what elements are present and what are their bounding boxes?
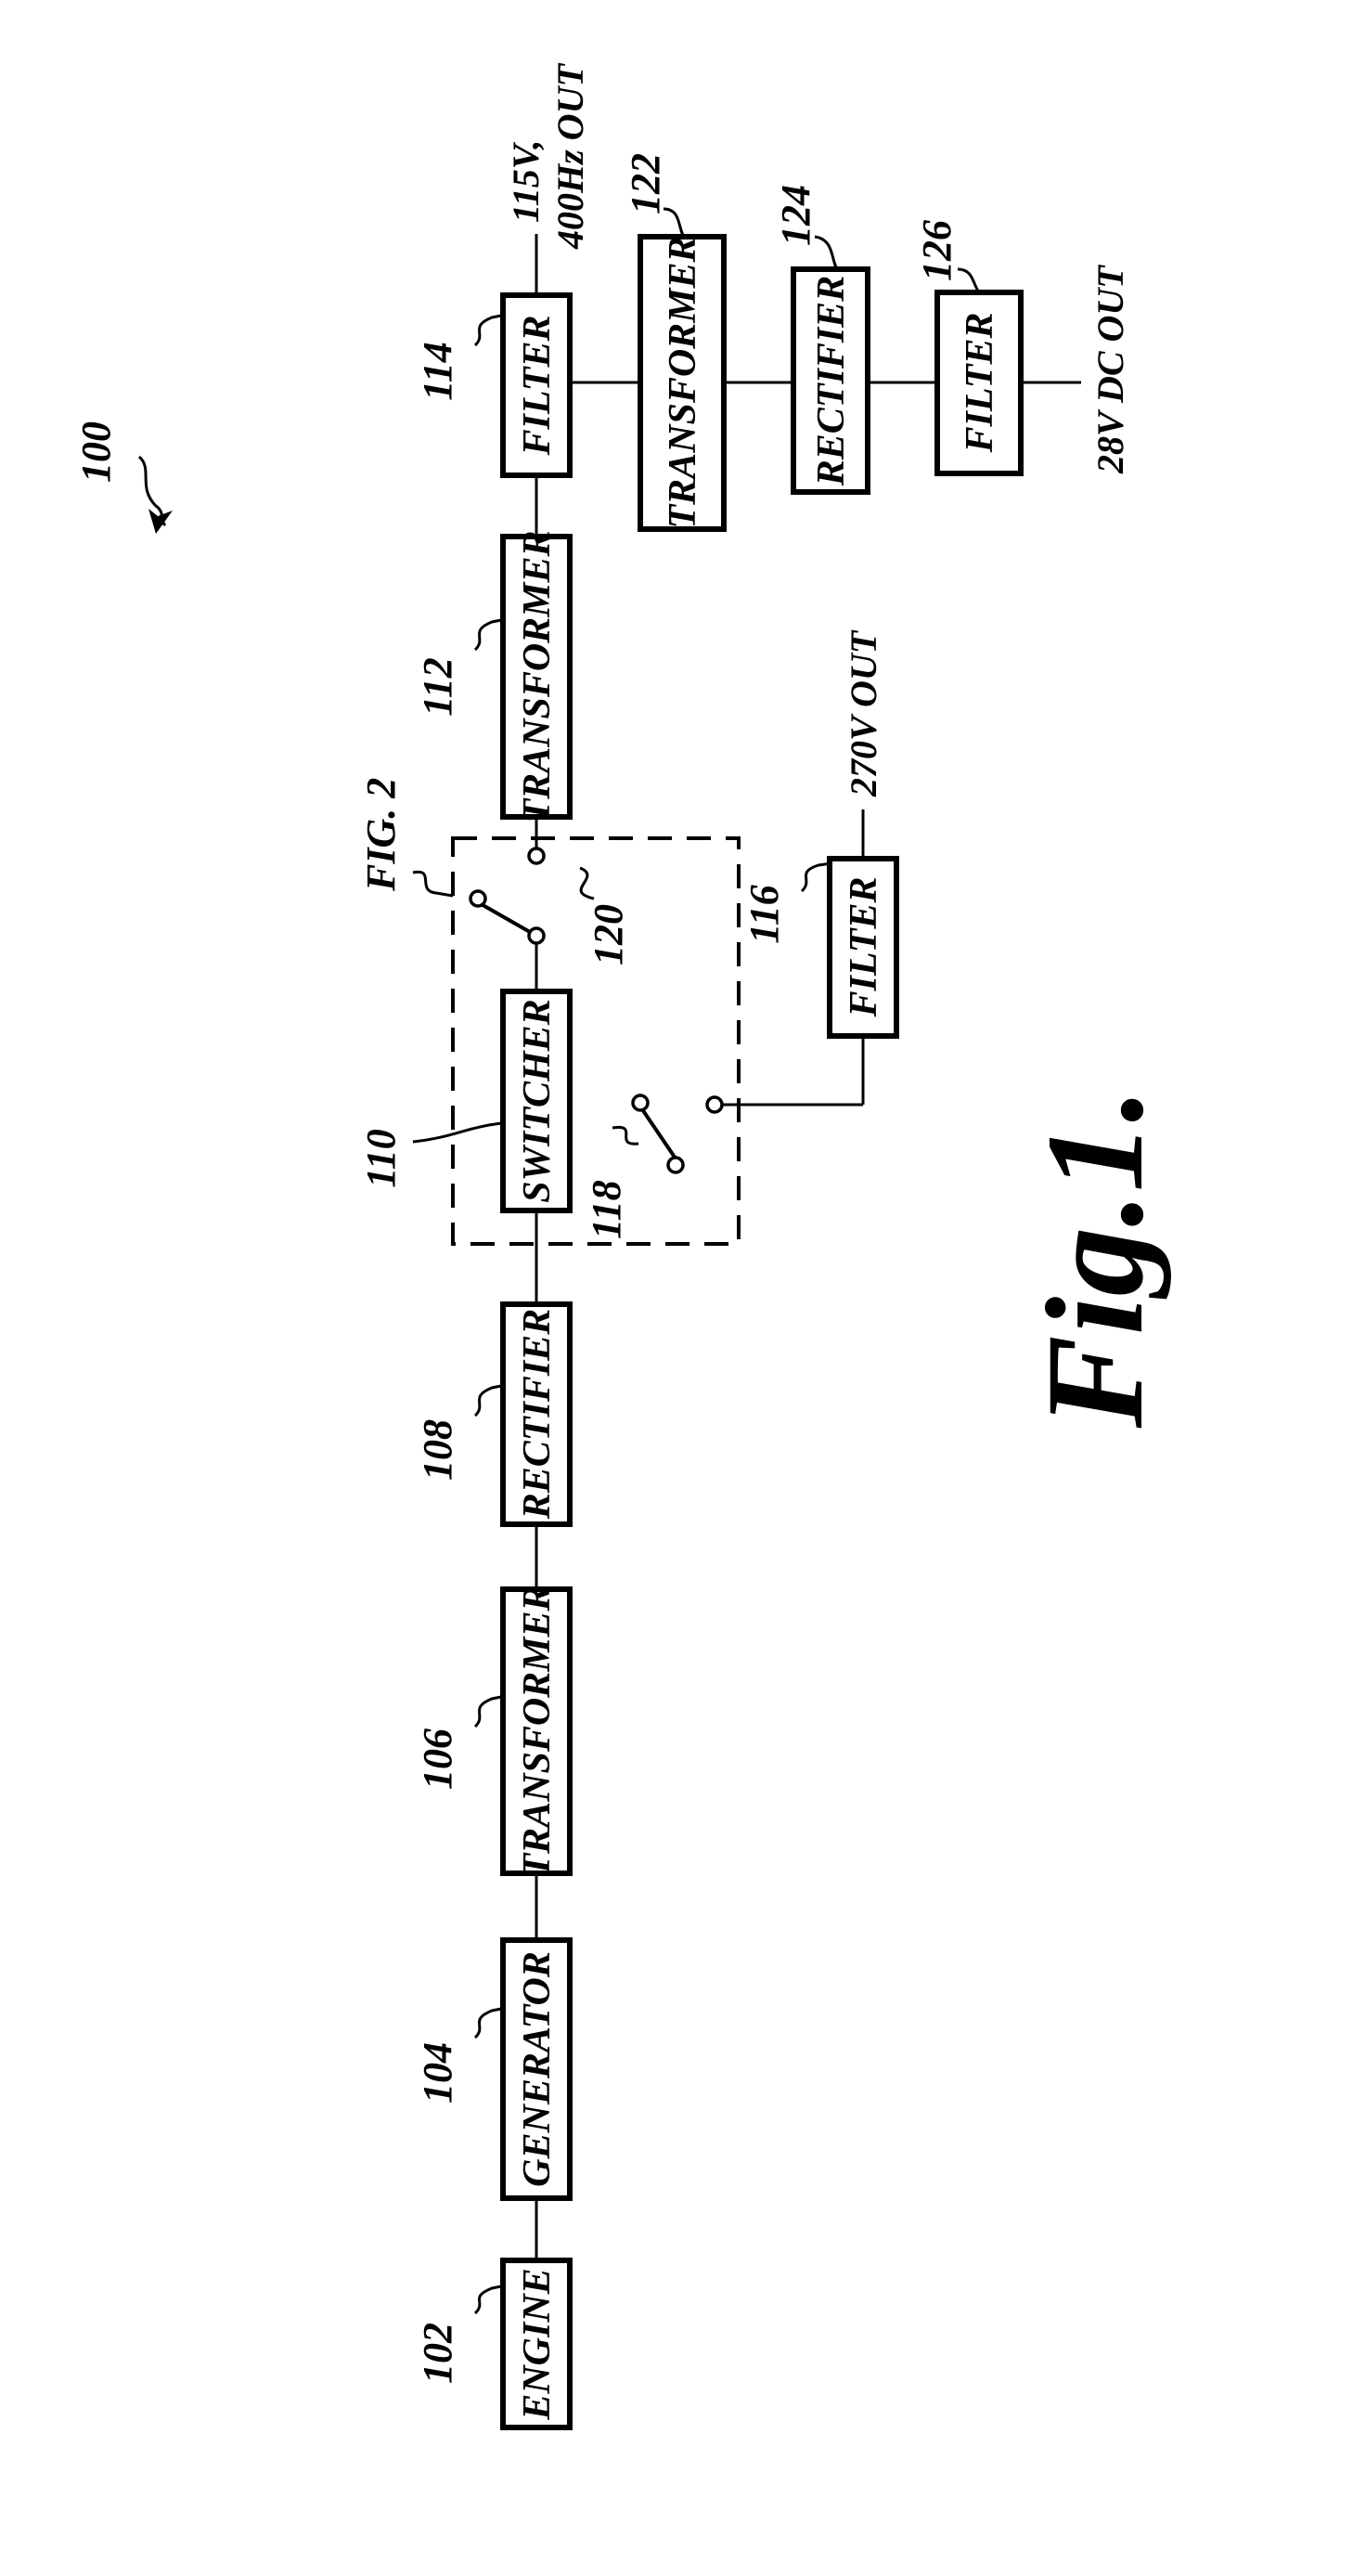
block-generator-label: GENERATOR	[516, 1951, 559, 2187]
ac-out-label-line2: 400Hz OUT	[549, 63, 591, 250]
ac-out-label-line1: 115V,	[505, 140, 547, 223]
switch-118-blade	[640, 1107, 676, 1159]
block-transformer-122-ref: 122	[623, 153, 668, 214]
switch-120-leader	[580, 868, 594, 899]
block-generator-ref: 104	[415, 2042, 460, 2104]
block-engine-label: ENGINE	[516, 2268, 559, 2420]
figure-caption: Fig.1.	[1018, 1088, 1172, 1430]
block-rectifier-124-ref: 124	[773, 185, 818, 246]
switch-118-node-a	[668, 1158, 683, 1172]
block-filter-126-label: FILTER	[959, 313, 1001, 454]
block-switcher-label: SWITCHER	[516, 999, 559, 1202]
switch-118-ref: 118	[584, 1180, 629, 1239]
switch-120-node-b	[470, 891, 485, 906]
block-transformer-112-label: TRANSFORMER	[516, 530, 559, 822]
block-rectifier-108-ref: 108	[415, 1419, 460, 1481]
block-transformer-106-ref: 106	[415, 1728, 460, 1790]
block-transformer-112-ref: 112	[415, 657, 460, 717]
dc-28v-out-label: 28V DC OUT	[1089, 265, 1131, 474]
block-switcher-ref: 110	[358, 1129, 404, 1188]
block-rectifier-124-label: RECTIFIER	[810, 276, 853, 486]
block-filter-114-ref: 114	[415, 342, 460, 401]
block-filter-116-ref: 116	[741, 885, 787, 944]
switch-118-node-b	[633, 1095, 648, 1110]
switch-120-ref: 120	[586, 904, 631, 965]
figure-ref-100: 100	[73, 421, 119, 483]
dc-270v-out-label: 270V OUT	[843, 629, 884, 797]
block-rectifier-108-label: RECTIFIER	[516, 1309, 559, 1520]
block-switcher-leader	[413, 1123, 501, 1142]
block-filter-114-label: FILTER	[516, 316, 559, 457]
block-filter-116-label: FILTER	[843, 877, 885, 1018]
switch-120-blade	[478, 902, 536, 936]
block-transformer-106-label: TRANSFORMER	[516, 1585, 559, 1877]
block-transformer-122-label: TRANSFORMER	[662, 236, 704, 528]
fig2-ref: FIG. 2	[358, 778, 404, 892]
switch-118-leader	[612, 1127, 638, 1144]
switch-120-node-c	[529, 848, 544, 863]
block-filter-126-ref: 126	[914, 220, 960, 281]
fig2-leader	[413, 872, 453, 896]
switch-120-node-a	[529, 928, 544, 943]
switch-118-node-c	[707, 1097, 722, 1112]
block-engine-ref: 102	[415, 2323, 460, 2384]
